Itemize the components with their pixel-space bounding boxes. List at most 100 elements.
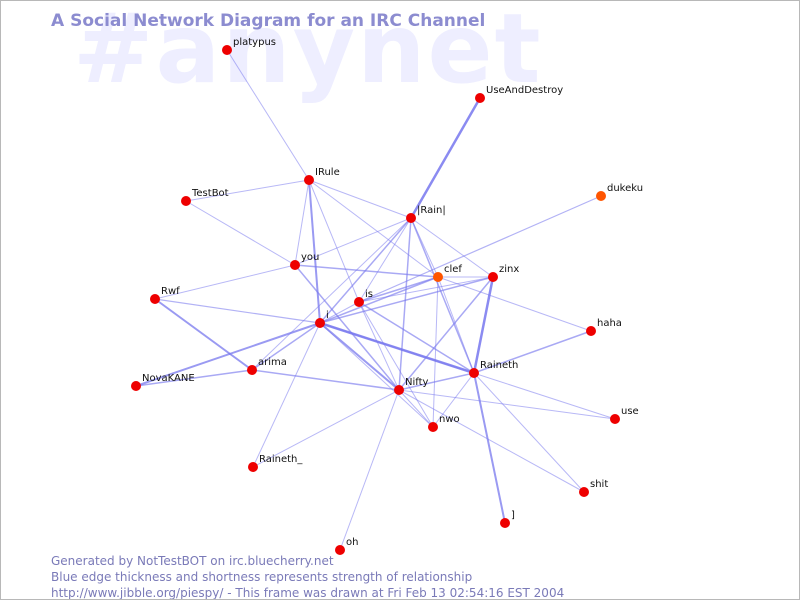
edge-irain-arima — [251, 217, 412, 371]
node-label: Raineth_ — [259, 454, 303, 465]
edge-irule-i — [308, 179, 321, 324]
node-you: you — [290, 252, 319, 270]
edge-irain-is — [358, 217, 412, 303]
node-label: clef — [444, 264, 462, 275]
edge-raineth-nifty — [398, 372, 475, 391]
node-dot — [315, 318, 325, 328]
edge-clef-raineth — [437, 276, 475, 374]
node-label: zinx — [499, 264, 519, 275]
edge-is-nifty — [358, 301, 400, 391]
node-dot — [150, 294, 160, 304]
edge-irule-irain — [308, 179, 412, 219]
node-label: shit — [590, 479, 608, 490]
node-testbot: TestBot — [181, 188, 229, 206]
footer-generated-by: Generated by NotTestBOT on irc.bluecherr… — [51, 554, 334, 568]
node-dot — [222, 45, 232, 55]
edge-dukeku-is — [358, 195, 602, 303]
edge-clef-is — [358, 276, 439, 303]
node-dot — [428, 422, 438, 432]
edges-layer — [135, 49, 616, 551]
node-label: oh — [346, 537, 358, 548]
node-dot — [586, 326, 596, 336]
edge-nifty-use — [398, 389, 616, 420]
edge-irain-clef — [410, 217, 439, 278]
node-label: dukeku — [607, 183, 643, 194]
edge-i-arima — [251, 322, 321, 371]
node-label: IRule — [315, 167, 340, 178]
node-rwf: Rwf — [150, 286, 180, 304]
edge-nifty-raineth — [252, 389, 400, 468]
node-label: arima — [258, 357, 287, 368]
edge-raineth-nwo — [432, 372, 475, 428]
edge-arima-nifty — [251, 369, 400, 391]
edge-zinx-nifty — [398, 276, 494, 391]
node-dot — [131, 381, 141, 391]
node-raineth: Raineth_ — [248, 454, 303, 472]
node-label: nwo — [439, 414, 460, 425]
node-zinx: zinx — [488, 264, 519, 282]
edge-irain-zinx — [410, 217, 494, 278]
edge-testbot-you — [185, 200, 296, 266]
edge-i-use — [319, 322, 616, 420]
node-arima: arima — [247, 357, 287, 375]
node-is: is — [354, 289, 373, 307]
node-label: ] — [511, 510, 515, 521]
node-label: i — [326, 310, 329, 321]
node-dot — [579, 487, 589, 497]
node-bracket: ] — [500, 510, 515, 528]
node-label: TestBot — [191, 188, 229, 199]
node-irule: IRule — [304, 167, 340, 185]
edge-irule-you — [294, 179, 310, 266]
node-label: platypus — [233, 37, 276, 48]
edge-nifty-oh — [339, 389, 400, 551]
edge-zinx-i — [319, 276, 494, 324]
node-label: |Rain| — [417, 205, 446, 216]
node-dot — [610, 414, 620, 424]
edge-irule-is — [308, 179, 360, 303]
node-haha: haha — [586, 318, 622, 336]
channel-watermark: #anynet — [73, 0, 543, 105]
node-label: UseAndDestroy — [486, 85, 563, 96]
node-dot — [247, 365, 257, 375]
node-clef: clef — [433, 264, 462, 282]
edge-i-raineth — [252, 322, 321, 468]
edge-you-rwf — [154, 264, 296, 300]
edge-i-nwo — [319, 322, 434, 428]
node-label: use — [621, 406, 639, 417]
node-nifty: Nifty — [394, 377, 429, 395]
node-dot — [304, 175, 314, 185]
edge-you-clef — [294, 264, 439, 278]
edge-rwf-arima — [154, 298, 253, 371]
edge-is-raineth — [358, 301, 475, 374]
edge-you-nifty — [294, 264, 400, 391]
edge-rwf-i — [154, 298, 321, 324]
edge-irain-nifty — [398, 217, 412, 391]
edge-platypus-irule — [226, 49, 310, 181]
node-dot — [394, 385, 404, 395]
node-label: is — [365, 289, 373, 300]
node-irain: |Rain| — [406, 205, 446, 223]
edge-irule-testbot — [185, 179, 310, 202]
node-dot — [354, 297, 364, 307]
edge-irule-clef — [308, 179, 439, 278]
node-dot — [469, 368, 479, 378]
edge-clef-haha — [437, 276, 592, 332]
footer: Generated by NotTestBOT on irc.bluecherr… — [51, 553, 564, 599]
diagram-title: A Social Network Diagram for an IRC Chan… — [51, 11, 486, 31]
node-novakane: NovaKANE — [131, 373, 195, 391]
node-useanddestroy: UseAndDestroy — [475, 85, 563, 103]
edge-is-nwo — [358, 301, 434, 428]
edge-i-nifty — [319, 322, 400, 391]
footer-legend-note: Blue edge thickness and shortness repres… — [51, 570, 473, 584]
node-label: haha — [597, 318, 622, 329]
node-use: use — [610, 406, 639, 424]
edge-arima-novakane — [135, 369, 253, 387]
edge-zinx-is — [358, 276, 494, 303]
node-dot — [596, 191, 606, 201]
node-dot — [433, 272, 443, 282]
node-dot — [248, 462, 258, 472]
node-label: you — [301, 252, 319, 263]
